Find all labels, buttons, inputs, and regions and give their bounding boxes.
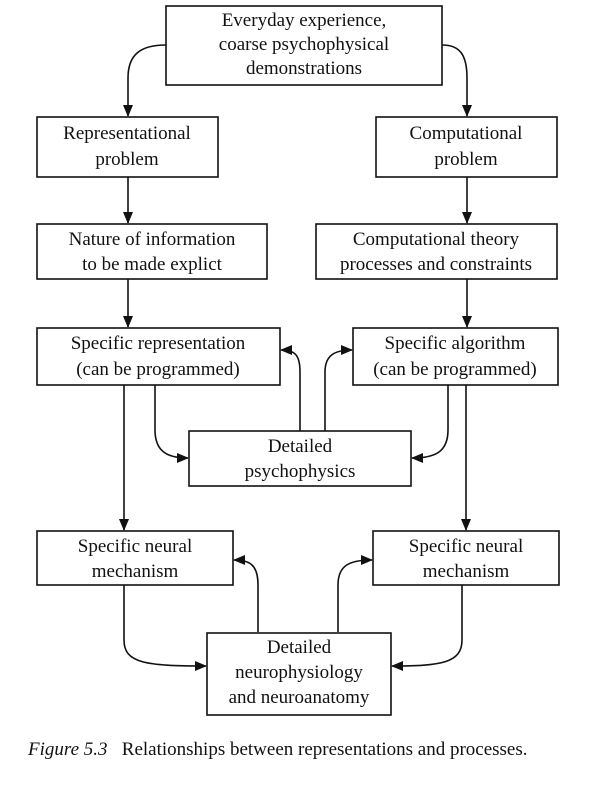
edge-neural-left-to-neurophys [123, 585, 207, 671]
edges [119, 44, 472, 671]
node-neural-left-line-1: Specific neural [78, 536, 192, 557]
node-comp-problem-line-1: Computational [410, 123, 523, 144]
node-everyday-line-2: coarse psychophysical [219, 34, 389, 55]
node-nature-of-information: Nature of information to be made explict [36, 223, 268, 280]
node-neural-left-line-2: mechanism [92, 561, 179, 582]
node-neurophys-line-3: and neuroanatomy [229, 687, 370, 708]
node-everyday-line-3: demonstrations [246, 58, 362, 79]
edge-psychophysics-to-spec-alg [324, 345, 353, 431]
node-rep-problem-line-1: Representational [63, 123, 191, 144]
node-everyday-experience: Everyday experience, coarse psychophysic… [165, 5, 443, 86]
edge-spec-rep-to-psychophysics [154, 385, 189, 463]
figure-caption: Figure 5.3 Relationships between represe… [28, 735, 588, 765]
figure-label: Figure 5.3 [28, 739, 108, 760]
figure-caption-text: Relationships between representations an… [121, 739, 528, 760]
node-computational-theory: Computational theory processes and const… [315, 223, 558, 280]
edge-everyday-to-rep-problem [123, 44, 167, 117]
node-detailed-neurophysiology: Detailed neurophysiology and neuroanatom… [206, 632, 392, 716]
edge-everyday-to-comp-problem [441, 44, 472, 117]
node-computational-problem: Computational problem [375, 116, 558, 178]
node-comp-theory-line-1: Computational theory [353, 229, 520, 250]
edge-neurophys-to-neural-left [233, 555, 259, 632]
node-neural-right-line-2: mechanism [423, 561, 510, 582]
node-spec-alg-line-2: (can be programmed) [373, 359, 537, 380]
node-everyday-line-1: Everyday experience, [222, 10, 387, 31]
node-specific-neural-mechanism-right: Specific neural mechanism [372, 530, 560, 586]
node-rep-problem-line-2: problem [95, 149, 159, 170]
edge-neural-right-to-neurophys [391, 585, 463, 671]
node-comp-problem-line-2: problem [434, 149, 498, 170]
node-neural-right-line-1: Specific neural [409, 536, 523, 557]
node-spec-rep-line-2: (can be programmed) [76, 359, 240, 380]
node-spec-alg-line-1: Specific algorithm [385, 333, 526, 354]
node-psychophysics-line-2: psychophysics [245, 461, 356, 482]
node-nature-info-line-2: to be made explict [82, 254, 223, 275]
node-neurophys-line-1: Detailed [267, 637, 332, 658]
edge-spec-alg-to-psychophysics [411, 385, 449, 463]
node-representational-problem: Representational problem [36, 116, 219, 178]
node-comp-theory-line-2: processes and constraints [340, 254, 532, 275]
node-psychophysics-line-1: Detailed [268, 436, 333, 457]
node-specific-algorithm: Specific algorithm (can be programmed) [352, 327, 559, 386]
node-specific-representation: Specific representation (can be programm… [36, 327, 281, 386]
edge-psychophysics-to-spec-rep [280, 345, 301, 431]
node-specific-neural-mechanism-left: Specific neural mechanism [36, 530, 234, 586]
node-nature-info-line-1: Nature of information [69, 229, 236, 250]
node-neurophys-line-2: neurophysiology [235, 662, 363, 683]
node-spec-rep-line-1: Specific representation [71, 333, 246, 354]
edge-neurophys-to-neural-right [337, 555, 373, 632]
node-detailed-psychophysics: Detailed psychophysics [188, 430, 412, 487]
